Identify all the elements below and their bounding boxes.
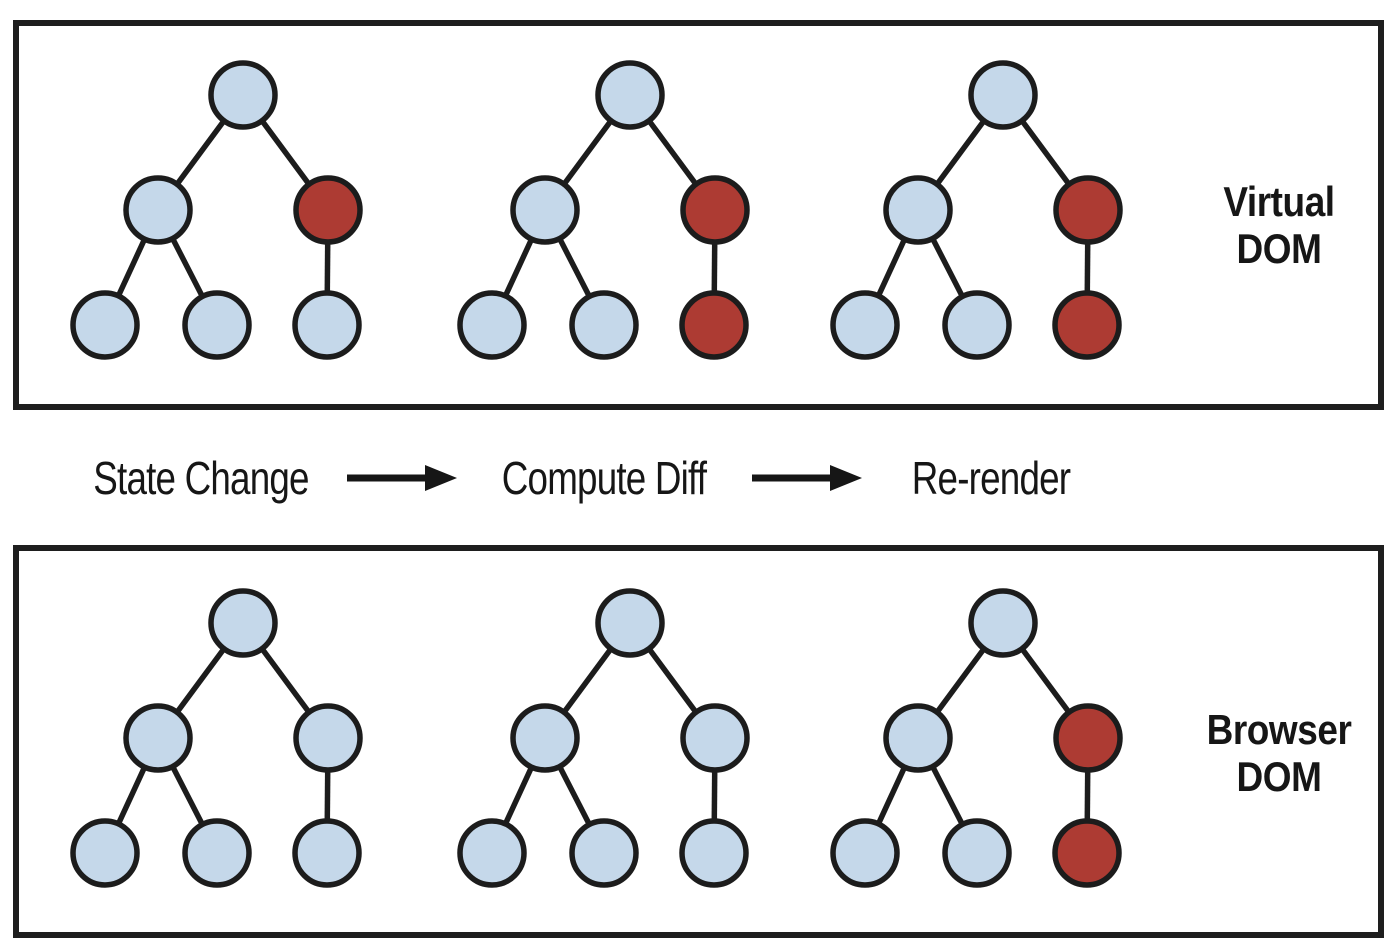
virtual-dom-tree-3 [830,60,1123,360]
tree-node [680,703,750,773]
virtual-dom-label-line2: DOM [1236,225,1322,273]
tree-node [595,60,665,130]
virtual-dom-box: Virtual DOM [13,20,1384,410]
tree-node [968,588,1038,658]
tree-node-changed [293,175,363,245]
tree-node [292,818,362,888]
tree-node-changed [680,175,750,245]
tree-node [457,290,527,360]
tree-node [182,290,252,360]
tree-node-changed [1053,175,1123,245]
browser-dom-tree-3 [830,588,1123,888]
arrow-right-icon [752,465,862,491]
tree-node [942,818,1012,888]
tree-node-changed [1052,818,1122,888]
tree-node [883,175,953,245]
step-re-render: Re-render [911,452,1071,504]
tree-node [182,818,252,888]
tree-node [208,60,278,130]
tree-node [293,703,363,773]
arrow-right-icon [347,465,457,491]
browser-dom-label-line2: DOM [1236,753,1322,801]
step-compute-diff: Compute Diff [501,452,707,504]
tree-node [830,818,900,888]
virtual-dom-tree-1 [70,60,363,360]
virtual-dom-label-line1: Virtual [1223,178,1335,225]
tree-node-changed [679,290,749,360]
step-state-change: State Change [93,452,309,504]
tree-node [292,290,362,360]
tree-node [510,703,580,773]
browser-dom-label: Browser DOM [1165,706,1394,800]
tree-node [595,588,665,658]
tree-node [968,60,1038,130]
browser-dom-tree-1 [70,588,363,888]
virtual-dom-label: Virtual DOM [1165,178,1394,272]
tree-node [457,818,527,888]
tree-node [208,588,278,658]
tree-node [830,290,900,360]
tree-node-changed [1052,290,1122,360]
tree-node-changed [1053,703,1123,773]
tree-node [510,175,580,245]
browser-dom-tree-2 [457,588,750,888]
tree-node [679,818,749,888]
tree-node [883,703,953,773]
tree-node [70,290,140,360]
tree-node [942,290,1012,360]
tree-node [569,290,639,360]
browser-dom-box: Browser DOM [13,545,1384,938]
tree-node [70,818,140,888]
virtual-dom-tree-2 [457,60,750,360]
tree-node [123,703,193,773]
tree-node [123,175,193,245]
tree-node [569,818,639,888]
browser-dom-label-line1: Browser [1206,706,1352,753]
